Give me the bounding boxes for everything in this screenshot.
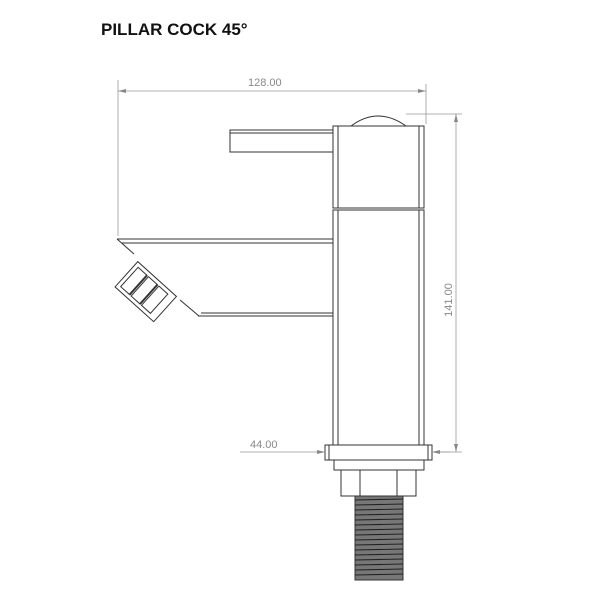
base-flange	[324, 444, 433, 461]
body-upper	[332, 125, 425, 209]
width-dimension: 128.00	[248, 77, 282, 89]
body-lower	[332, 209, 425, 446]
aerator	[114, 260, 178, 323]
height-dimension: 141.00	[443, 283, 455, 317]
drawing-title: PILLAR COCK 45°	[101, 20, 248, 39]
base-washer	[333, 459, 425, 471]
threaded-shank	[354, 495, 404, 581]
handle-dome	[350, 115, 407, 127]
lock-nut	[340, 469, 417, 497]
base-dimension: 44.00	[250, 439, 278, 451]
spout	[116, 238, 333, 317]
